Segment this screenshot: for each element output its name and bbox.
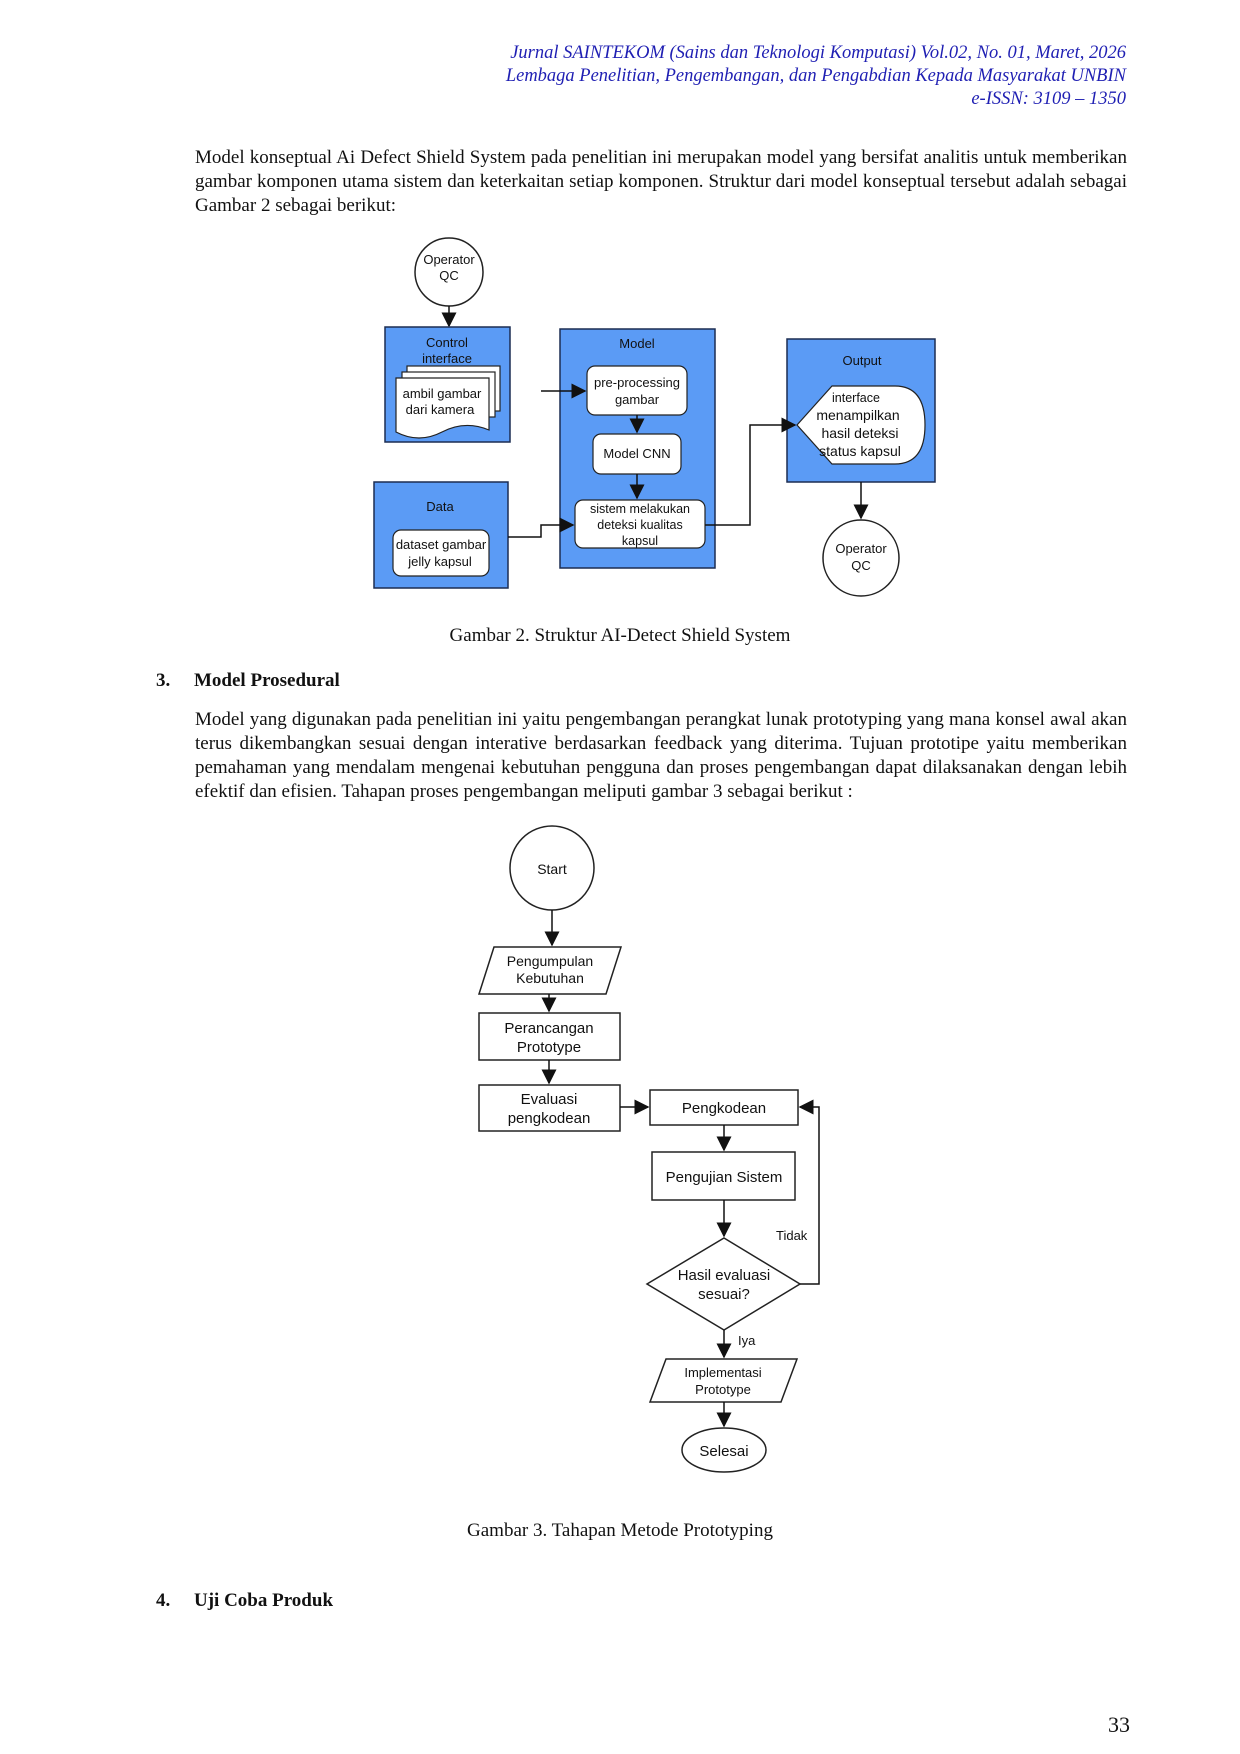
implementasi-node: Implementasi Prototype <box>648 1358 799 1403</box>
intro-paragraph: Model konseptual Ai Defect Shield System… <box>195 147 1127 216</box>
start-label: Start <box>537 861 567 877</box>
iya-label: Iya <box>738 1333 756 1348</box>
implementasi-line1: Implementasi <box>684 1365 761 1380</box>
evaluasi-line1: Evaluasi <box>521 1091 578 1108</box>
section-3-heading: 3. Model Prosedural <box>156 670 340 692</box>
figure-3-flowchart: Start Pengumpulan Kebutuhan Perancangan … <box>477 825 820 1473</box>
header-line-2: Lembaga Penelitian, Pengembangan, dan Pe… <box>505 66 1126 86</box>
detect-line1: sistem melakukan <box>590 502 690 516</box>
model-title: Model <box>619 336 655 351</box>
tidak-label: Tidak <box>776 1228 808 1243</box>
control-doc-line1: ambil gambar <box>403 386 482 401</box>
data-box-line2: jelly kapsul <box>407 554 472 569</box>
perancangan-node: Perancangan Prototype <box>478 1012 621 1061</box>
detect-line3: kapsul <box>622 534 658 548</box>
page-number: 33 <box>1108 1712 1130 1737</box>
data-title: Data <box>426 499 454 514</box>
operator-qc-top-node: Operator QC <box>414 237 484 307</box>
selesai-node: Selesai <box>681 1427 767 1473</box>
model-block: Model pre-processing gambar Model CNN si… <box>559 328 716 569</box>
perancangan-line1: Perancangan <box>504 1020 593 1037</box>
pengumpulan-node: Pengumpulan Kebutuhan <box>477 946 623 995</box>
decision-node: Hasil evaluasi sesuai? <box>645 1237 802 1331</box>
pengumpulan-line2: Kebutuhan <box>516 970 584 986</box>
output-block: Output interface menampilkan hasil detek… <box>786 338 936 483</box>
header-line-1: Jurnal SAINTEKOM (Sains dan Teknologi Ko… <box>510 43 1126 63</box>
pengumpulan-line1: Pengumpulan <box>507 953 593 969</box>
output-title: Output <box>842 353 881 368</box>
evaluasi-node: Evaluasi pengkodean <box>478 1084 621 1132</box>
output-display-line1: interface <box>832 391 880 405</box>
output-display-line2: menampilkan <box>816 407 899 423</box>
detect-line2: deteksi kualitas <box>597 518 682 532</box>
output-display-line4: status kapsul <box>819 443 901 459</box>
control-doc-line2: dari kamera <box>406 402 475 417</box>
operator-qc-bottom-node: Operator QC <box>822 519 900 597</box>
pengujian-node: Pengujian Sistem <box>651 1151 796 1201</box>
decision-line1: Hasil evaluasi <box>678 1267 771 1284</box>
section-4-heading: 4. Uji Coba Produk <box>156 1590 333 1612</box>
decision-line2: sesuai? <box>698 1286 750 1303</box>
section-3-title: Model Prosedural <box>194 670 340 691</box>
preprocessing-line1: pre-processing <box>594 375 680 390</box>
output-display-line3: hasil deteksi <box>821 425 898 441</box>
perancangan-line2: Prototype <box>517 1039 581 1056</box>
pengkodean-label: Pengkodean <box>682 1100 766 1117</box>
evaluasi-line2: pengkodean <box>508 1110 591 1127</box>
control-interface-block: Control interface ambil gambar dari kame… <box>384 326 511 443</box>
operator-bottom-line1: Operator <box>835 541 887 556</box>
start-node: Start <box>509 825 595 911</box>
figure-3-caption: Gambar 3. Tahapan Metode Prototyping <box>467 1520 773 1541</box>
journal-header: Jurnal SAINTEKOM (Sains dan Teknologi Ko… <box>506 42 1126 111</box>
section-4-title: Uji Coba Produk <box>194 1590 334 1611</box>
figure-2-diagram: Operator QC Control interface ambil gamb… <box>373 237 936 597</box>
cnn-label: Model CNN <box>603 446 670 461</box>
figure-2-caption: Gambar 2. Struktur AI-Detect Shield Syst… <box>449 625 791 646</box>
operator-top-line2: QC <box>439 268 459 283</box>
header-line-3: e-ISSN: 3109 – 1350 <box>971 89 1126 109</box>
operator-bottom-line2: QC <box>851 558 871 573</box>
section-3-number: 3. <box>156 670 171 691</box>
selesai-label: Selesai <box>699 1443 748 1460</box>
section-3-paragraph: Model yang digunakan pada penelitian ini… <box>195 709 1127 802</box>
section-4-number: 4. <box>156 1590 171 1611</box>
preprocessing-line2: gambar <box>615 392 660 407</box>
implementasi-line2: Prototype <box>695 1382 751 1397</box>
operator-top-line1: Operator <box>423 252 475 267</box>
pengkodean-node: Pengkodean <box>649 1089 799 1126</box>
data-block: Data dataset gambar jelly kapsul <box>373 481 509 589</box>
control-title-line1: Control <box>426 335 468 350</box>
control-title-line2: interface <box>422 351 472 366</box>
pengujian-label: Pengujian Sistem <box>666 1169 783 1186</box>
data-box-line1: dataset gambar <box>396 537 487 552</box>
